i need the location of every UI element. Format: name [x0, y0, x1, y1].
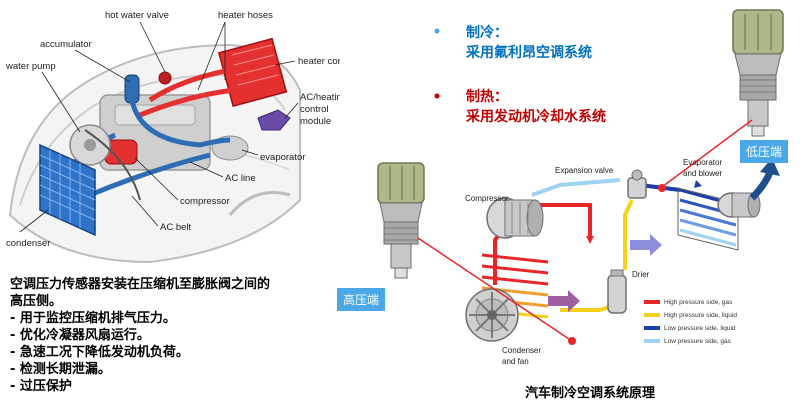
condenser-fan — [465, 288, 519, 342]
high-side-sensor-port — [568, 337, 576, 345]
legend-low-gas: Low pressure side, gas — [664, 338, 732, 345]
sensor-description: 空调压力传感器安装在压缩机至膨胀阀之间的 高压侧。 - 用于监控压缩机排气压力。… — [10, 276, 340, 395]
label-ac-module-1: AC/heating — [300, 92, 340, 103]
description-item: - 优化冷凝器风扇运行。 — [10, 328, 150, 343]
heating-description: 采用发动机冷却水系统 — [466, 109, 606, 125]
label-condenser-1: Condenser — [502, 346, 541, 355]
label-heater-hoses: heater hoses — [218, 10, 273, 21]
compressor-unit — [486, 197, 544, 239]
label-compressor: compressor — [180, 196, 230, 207]
condenser-shape — [39, 143, 96, 237]
car-ac-illustration: hot water valve heater hoses accumulator… — [5, 10, 340, 264]
label-evaporator-1: Evaporator — [683, 158, 722, 167]
label-drier: Drier — [632, 270, 650, 279]
label-heater-core: heater core — [298, 56, 340, 67]
expansion-valve-unit — [627, 169, 647, 199]
label-accumulator: accumulator — [40, 39, 92, 50]
ac-module-shape — [257, 109, 291, 131]
label-ac-line: AC line — [225, 173, 256, 184]
description-item: - 用于监控压缩机排气压力。 — [10, 311, 176, 326]
label-water-pump: water pump — [5, 61, 56, 72]
heater-core-shape — [218, 37, 288, 107]
blower-unit — [717, 192, 761, 218]
label-ac-belt: AC belt — [160, 222, 192, 233]
label-evaporator-2: and blower — [683, 169, 722, 178]
description-item: - 过压保护 — [10, 379, 72, 394]
bullet-dot-heating — [434, 93, 440, 99]
airflow-arrows — [548, 158, 780, 312]
cooling-title: 制冷： — [466, 25, 508, 41]
low-side-sensor-port — [658, 184, 666, 192]
high-pressure-badge: 高压端 — [337, 288, 386, 311]
label-ac-module-2: control — [300, 104, 329, 115]
heating-title: 制热： — [466, 89, 508, 105]
cooling-description: 采用氟利昂空调系统 — [466, 45, 592, 61]
legend-low-liquid: Low pressure side, liquid — [664, 325, 736, 332]
low-pressure-sensor — [732, 9, 784, 137]
label-condenser-2: and fan — [502, 357, 529, 366]
diagram-title: 汽车制冷空调系统原理 — [525, 386, 656, 401]
label-ac-module-3: module — [300, 116, 331, 127]
label-condenser: condenser — [6, 238, 50, 249]
label-expansion-valve: Expansion valve — [555, 166, 614, 175]
description-heading-1: 空调压力传感器安装在压缩机至膨胀阀之间的 — [10, 277, 271, 292]
bullet-dot-cooling — [434, 28, 440, 34]
high-pressure-sensor — [377, 162, 425, 279]
label-hot-water-valve: hot water valve — [105, 10, 169, 21]
legend-high-liquid: High pressure side, liquid — [664, 312, 737, 319]
legend-high-gas: High pressure side, gas — [664, 299, 733, 306]
label-compressor-diagram: Compressor — [465, 194, 509, 203]
sensor-connector-lines — [417, 119, 753, 342]
description-item: - 检测长期泄漏。 — [10, 362, 111, 377]
description-item: - 急速工况下降低发动机负荷。 — [10, 345, 189, 360]
description-heading-2: 高压侧。 — [10, 294, 63, 309]
drier-unit — [607, 269, 627, 314]
label-evaporator: evaporator — [260, 152, 305, 163]
low-pressure-badge: 低压端 — [740, 140, 789, 163]
pipe-legend: High pressure side, gas High pressure si… — [644, 299, 737, 345]
